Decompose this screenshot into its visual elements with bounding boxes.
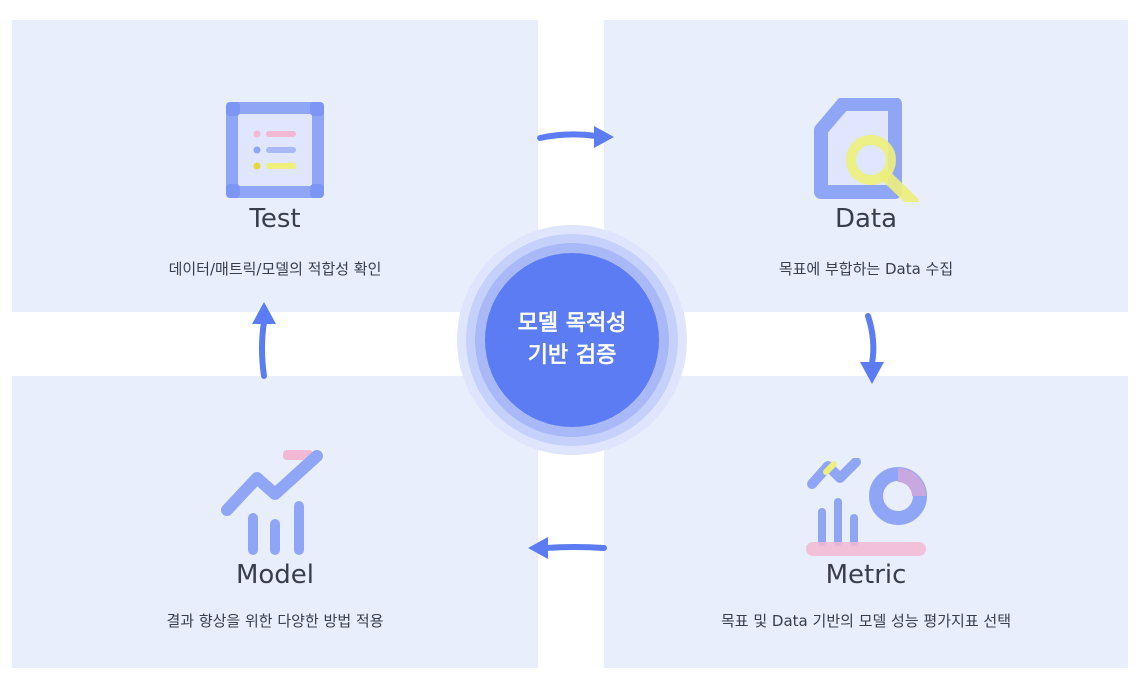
document-search-icon [814,98,919,202]
panel-data: Data 목표에 부합하는 Data 수집 [604,20,1128,312]
arrow-up-icon [252,302,276,379]
center-label: 모델 목적성 기반 검증 [457,225,687,455]
panel-model: Model 결과 향상을 위한 다양한 방법 적용 [12,376,538,668]
step-description-data: 목표에 부합하는 Data 수집 [778,260,954,278]
arrow-right-icon [537,126,614,148]
center-circle [457,225,687,455]
step-title-model: Model [235,560,315,590]
panel-test: Test 데이터/매트릭/모델의 적합성 확인 [12,20,538,312]
center-label-line1: 모델 목적성 [517,311,627,336]
arrow-left-icon [528,537,607,559]
step-description-metric: 목표 및 Data 기반의 모델 성능 평가지표 선택 [721,612,1011,630]
checklist-icon [226,102,324,198]
step-title-test: Test [249,204,301,234]
center-label-line2: 기반 검증 [527,343,617,368]
step-title-metric: Metric [825,560,907,590]
analytics-icon [806,458,927,556]
growth-chart-icon [221,450,323,555]
step-description-test: 데이터/매트릭/모델의 적합성 확인 [168,260,382,278]
arrow-down-icon [860,313,884,384]
step-title-data: Data [834,204,898,234]
panel-metric: Metric 목표 및 Data 기반의 모델 성능 평가지표 선택 [604,376,1128,668]
step-description-model: 결과 향상을 위한 다양한 방법 적용 [166,612,384,630]
